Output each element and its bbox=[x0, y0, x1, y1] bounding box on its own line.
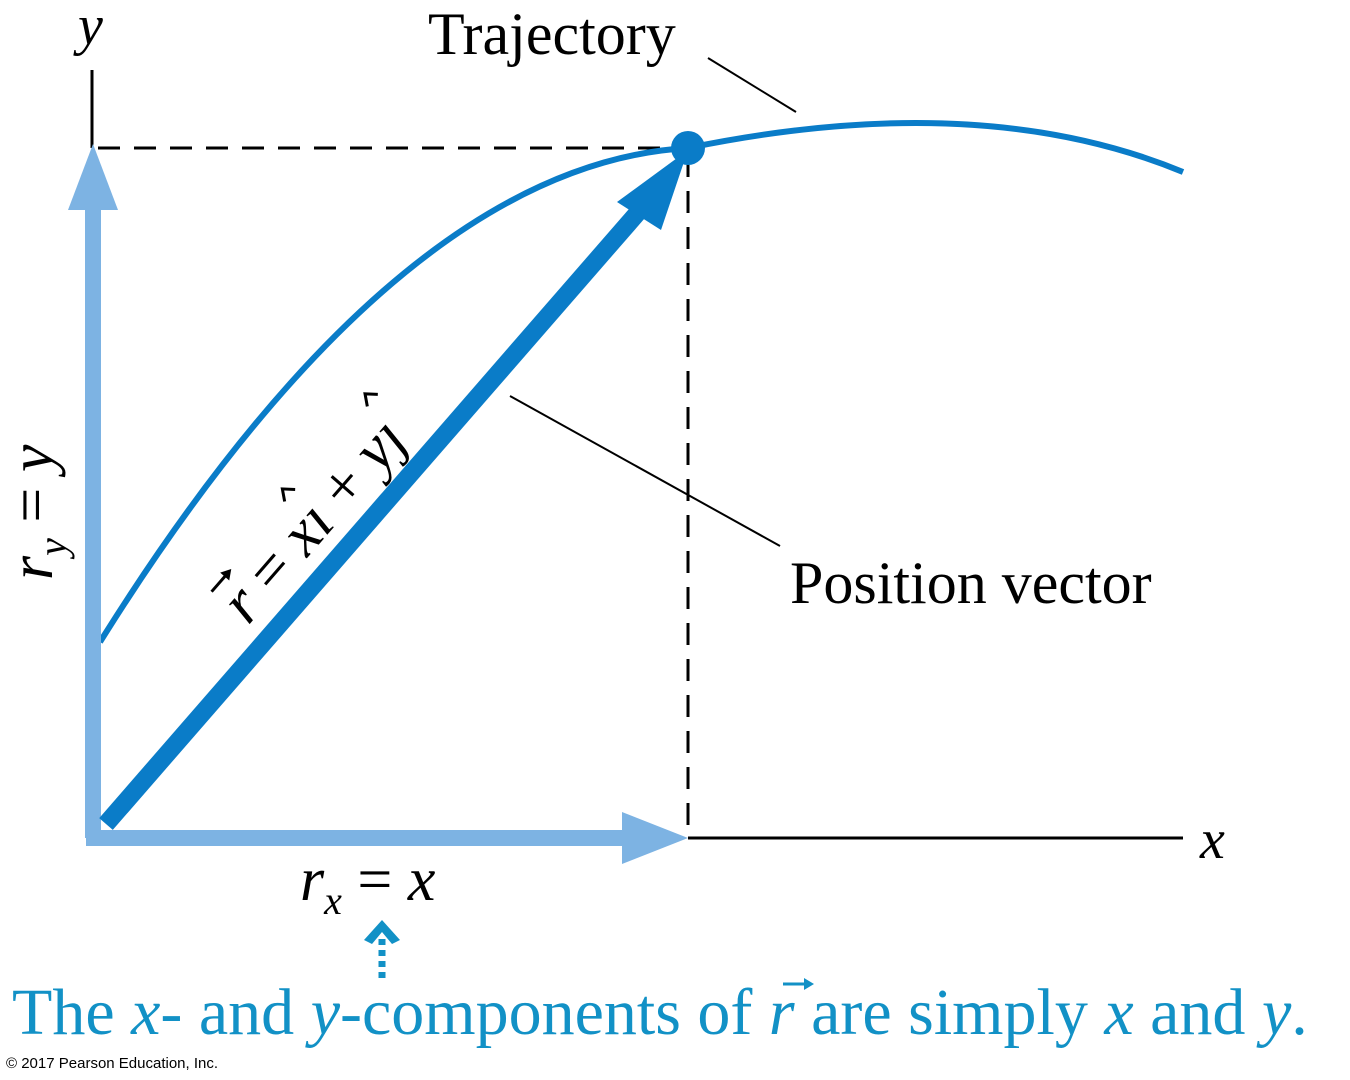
position-vector-equation: r = xı + yȷ bbox=[207, 392, 420, 635]
position-vector-label: Position vector bbox=[790, 550, 1152, 616]
x-axis-label: x bbox=[1199, 809, 1225, 871]
trajectory-leader-line bbox=[707, 57, 797, 113]
y-axis-label: y bbox=[73, 0, 103, 57]
ry-equation-label: ry = y bbox=[0, 444, 75, 580]
copyright-notice: © 2017 Pearson Education, Inc. bbox=[6, 1055, 218, 1072]
caption-pointer-head bbox=[364, 920, 400, 944]
ry-subscript: y bbox=[30, 538, 75, 560]
ry-equals: = bbox=[0, 472, 66, 538]
position-vector-leader-line bbox=[509, 395, 781, 547]
rx-component-arrowhead bbox=[622, 812, 688, 864]
rx-subscript: x bbox=[323, 878, 342, 923]
ry-r: r bbox=[0, 555, 66, 580]
rx-r: r bbox=[300, 846, 325, 914]
rx-equation-label: rx = x bbox=[300, 846, 436, 923]
vec-r-arrow-shaft bbox=[210, 574, 228, 593]
ry-component-arrowhead bbox=[68, 144, 118, 210]
svg-text:ry = y: ry = y bbox=[0, 444, 75, 580]
trajectory-label: Trajectory bbox=[428, 1, 676, 67]
caption-r-arrow bbox=[783, 978, 814, 990]
i-hat-mark bbox=[280, 487, 296, 502]
rx-equals: = bbox=[342, 846, 408, 914]
caption-vector-r: r bbox=[769, 976, 795, 1049]
particle-point bbox=[671, 131, 705, 165]
ry-value: y bbox=[0, 444, 66, 478]
position-vector-shaft bbox=[99, 204, 647, 830]
rx-value: x bbox=[407, 846, 436, 914]
position-vector-arrowhead bbox=[617, 150, 688, 230]
vec-r-arrow-tip bbox=[220, 569, 232, 581]
caption: The x- and y-components of r are simply … bbox=[12, 976, 1308, 1049]
trajectory-curve bbox=[97, 120, 1185, 644]
j-hat-mark bbox=[363, 392, 378, 407]
